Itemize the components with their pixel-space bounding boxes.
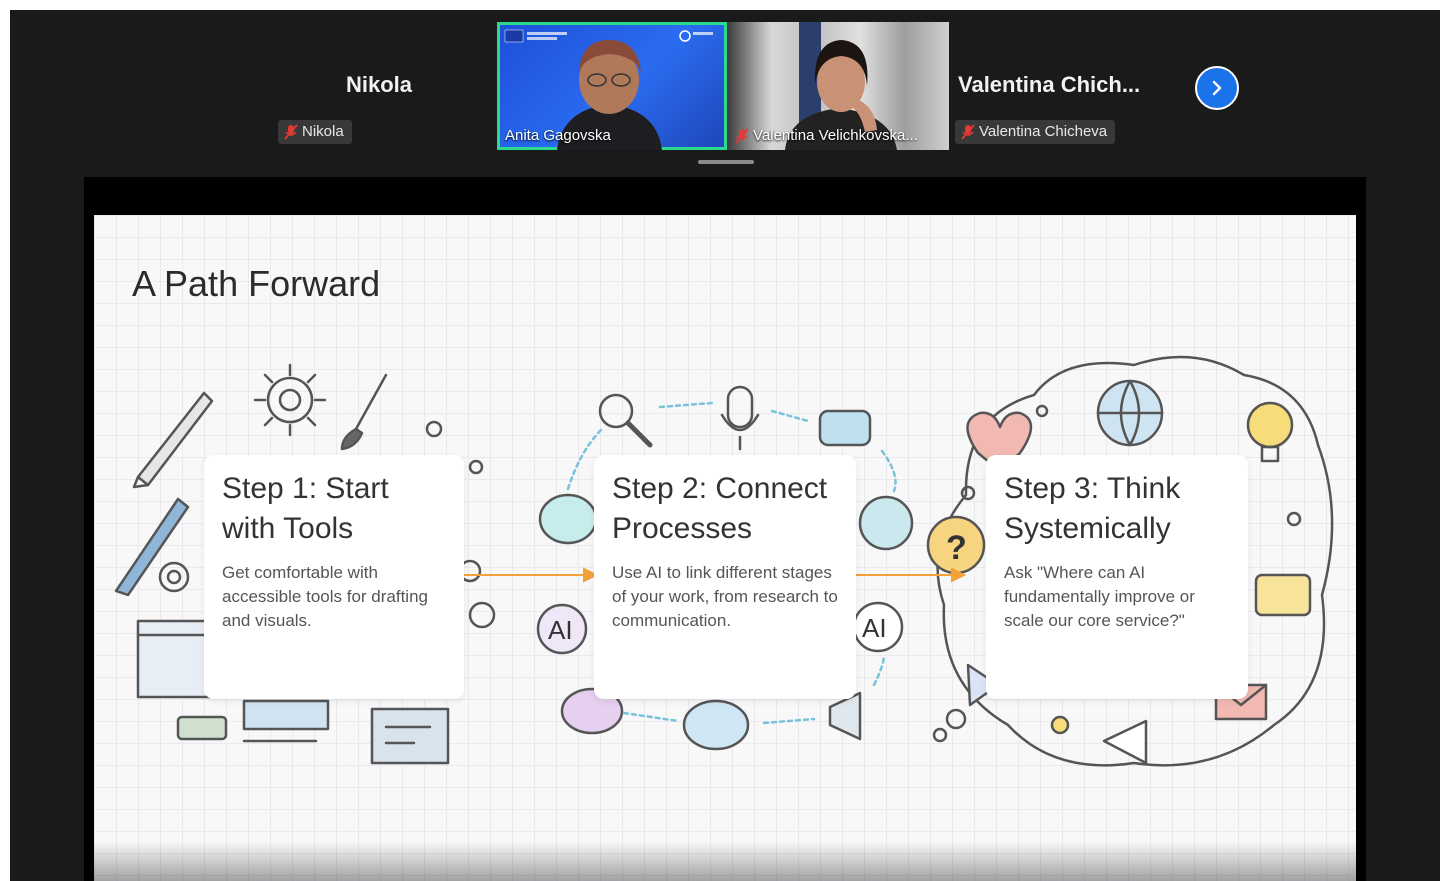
speech-bubble-icon bbox=[818, 409, 872, 447]
meeting-window: Nikola Nikola Anita Gagovska bbox=[10, 10, 1440, 881]
participant-video-valentina-v bbox=[785, 22, 897, 150]
step-body: Get comfortable with accessible tools fo… bbox=[222, 563, 428, 630]
step-card-1: Step 1: Start with Tools Get comfortable… bbox=[204, 455, 464, 699]
tag-label: Nikola bbox=[302, 123, 344, 140]
gear-icon bbox=[253, 363, 327, 437]
tag-label: Valentina Velichkovska... bbox=[753, 127, 918, 144]
megaphone-icon-2 bbox=[1102, 719, 1148, 765]
chat-icon bbox=[176, 715, 228, 741]
shared-screen: A Path Forward bbox=[84, 177, 1366, 881]
ai-badge-icon bbox=[536, 603, 588, 655]
video-tile-valentina-v[interactable]: Valentina Velichkovska... bbox=[727, 22, 949, 150]
pencil-icon bbox=[132, 391, 214, 489]
tag-label: Valentina Chicheva bbox=[979, 123, 1108, 140]
tag-label: Anita Gagovska bbox=[505, 127, 611, 144]
chevron-right-icon bbox=[1212, 80, 1222, 96]
slide-illustrations: AI AI ? bbox=[114, 355, 1334, 767]
brain-icon bbox=[538, 493, 598, 545]
step-title: Step 3: Think Systemically bbox=[1004, 472, 1181, 545]
presentation-slide: A Path Forward bbox=[94, 215, 1356, 881]
slide-title: A Path Forward bbox=[132, 263, 381, 304]
video-tag-valentina-v: Valentina Velichkovska... bbox=[735, 127, 918, 144]
document-icon bbox=[370, 707, 450, 765]
network-icon bbox=[858, 495, 914, 551]
slide-bottom-fade bbox=[94, 841, 1356, 881]
pen-icon bbox=[114, 497, 190, 597]
step-card-3: Step 3: Think Systemically Ask "Where ca… bbox=[986, 455, 1248, 699]
step-card-2: Step 2: Connect Processes Use AI to link… bbox=[594, 455, 856, 699]
strip-drag-handle[interactable] bbox=[698, 160, 754, 164]
participant-tag-valentina-c: Valentina Chicheva bbox=[955, 120, 1116, 144]
step-body: Use AI to link different stages of your … bbox=[612, 563, 838, 630]
ai-badge-label: AI bbox=[548, 615, 573, 645]
step-title: Step 1: Start with Tools bbox=[222, 472, 389, 545]
brain-icon-3 bbox=[682, 699, 750, 751]
monitor-icon bbox=[242, 699, 330, 743]
participant-name-nikola: Nikola bbox=[346, 72, 413, 97]
mic-off-icon bbox=[735, 127, 749, 144]
arrow-right-icon bbox=[583, 567, 599, 583]
video-tag-anita: Anita Gagovska bbox=[505, 127, 611, 144]
triangle-icon bbox=[966, 663, 1000, 707]
chat-bubble-icon bbox=[1254, 573, 1312, 617]
mic-off-icon bbox=[961, 124, 975, 140]
next-participants-button[interactable] bbox=[1195, 66, 1239, 110]
small-gear-icon bbox=[158, 561, 190, 593]
gear-icon-2 bbox=[458, 559, 496, 629]
video-tile-anita[interactable]: Anita Gagovska bbox=[497, 22, 727, 150]
mic-off-icon bbox=[284, 124, 298, 140]
participant-name-valentina-c: Valentina Chich... bbox=[958, 72, 1141, 97]
participant-tag-nikola: Nikola bbox=[278, 120, 352, 144]
ai-badge-label-2: AI bbox=[862, 613, 887, 643]
megaphone-icon bbox=[828, 691, 862, 741]
microphone-icon bbox=[720, 385, 760, 451]
lightbulb-icon bbox=[1246, 401, 1294, 463]
flow-arrows bbox=[464, 567, 967, 583]
magnifier-icon bbox=[598, 393, 653, 448]
participant-video-anita bbox=[504, 29, 713, 150]
arrow-right-icon-2 bbox=[951, 567, 967, 583]
step-title: Step 2: Connect Processes bbox=[612, 472, 828, 545]
question-mark-glyph: ? bbox=[946, 529, 967, 567]
paintbrush-icon bbox=[340, 373, 388, 451]
brain-icon-2 bbox=[560, 687, 624, 735]
step-body: Ask "Where can AI fundamentally improve … bbox=[1004, 563, 1195, 630]
globe-icon bbox=[1096, 379, 1164, 447]
